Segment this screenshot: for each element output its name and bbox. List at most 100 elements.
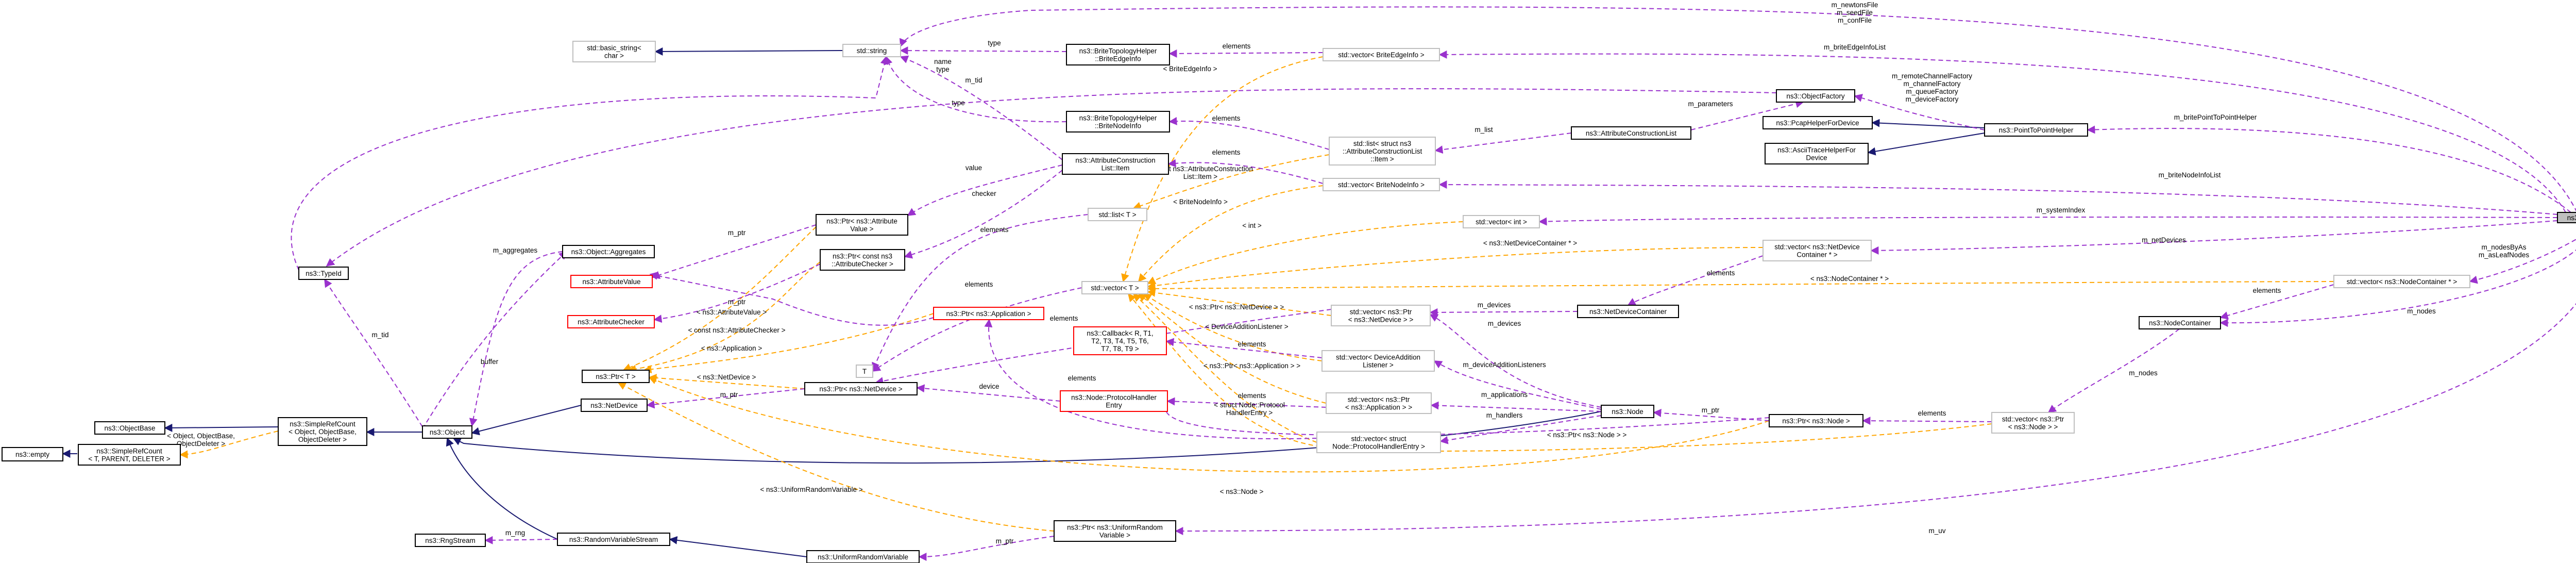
usage-edge <box>291 56 889 271</box>
edge-label: m_handlers <box>1486 411 1523 419</box>
node-label: ns3::Ptr< ns3::NetDevice > <box>819 385 902 393</box>
node-ns3-objectfactory[interactable]: ns3::ObjectFactory <box>1776 89 1855 103</box>
node-ns3-pointtopointhelper[interactable]: ns3::PointToPointHelper <box>1984 123 2088 137</box>
template-edge <box>648 374 805 389</box>
node-ns3-ptr-const-attributechecker[interactable]: ns3::Ptr< const ns3::AttributeChecker > <box>820 249 905 271</box>
node-ns3-attributechecker[interactable]: ns3::AttributeChecker <box>567 315 655 328</box>
node-t[interactable]: T <box>856 365 873 378</box>
node-ns3-node[interactable]: ns3::Node <box>1601 405 1654 418</box>
node-ns3-randomvariablestream[interactable]: ns3::RandomVariableStream <box>557 533 670 546</box>
node-std-vector-t[interactable]: std::vector< T > <box>1081 281 1148 294</box>
usage-edge <box>653 263 821 323</box>
node-ns3-attributeconstructionlist[interactable]: ns3::AttributeConstructionList <box>1571 126 1691 140</box>
node-ns3-uniformrandomvariable[interactable]: ns3::UniformRandomVariable <box>806 550 920 563</box>
usage-edge <box>1690 100 1804 130</box>
node-label: std::vector< int > <box>1476 218 1527 226</box>
node-ns3-empty[interactable]: ns3::empty <box>2 447 63 461</box>
node-ns3-simplerefcount-object[interactable]: ns3::SimpleRefCount< Object, ObjectBase,… <box>278 417 367 446</box>
node-ns3-callback[interactable]: ns3::Callback< R, T1,T2, T3, T4, T5, T6,… <box>1073 326 1167 355</box>
node-ns3-typeid[interactable]: ns3::TypeId <box>298 267 349 280</box>
node-std-vector-britenodeinfo[interactable]: std::vector< BriteNodeInfo > <box>1323 178 1440 191</box>
node-label: ns3::Ptr< ns3::Application > <box>946 310 1031 318</box>
node-std-vector-ptr-netdevice[interactable]: std::vector< ns3::Ptr< ns3::NetDevice > … <box>1331 305 1431 326</box>
node-std-basic-string[interactable]: std::basic_string<char > <box>572 41 656 62</box>
node-ns3-nodecontainer[interactable]: ns3::NodeContainer <box>2139 316 2221 329</box>
node-std-vector-briteedgeinfo[interactable]: std::vector< BriteEdgeInfo > <box>1323 48 1440 61</box>
node-ns3-attributeconstructionlist-item[interactable]: ns3::AttributeConstructionList::Item <box>1062 153 1169 175</box>
usage-edge <box>646 388 805 409</box>
node-label: ns3::AttributeChecker <box>578 318 645 326</box>
node-ns3-ptr-t[interactable]: ns3::Ptr< T > <box>582 370 650 383</box>
node-label: std::vector< DeviceAddition <box>1336 354 1420 361</box>
template-edge <box>1127 293 1992 452</box>
edge-label: < ns3::Application > <box>701 344 762 352</box>
node-ns3-attributevalue[interactable]: ns3::AttributeValue <box>570 275 653 288</box>
node-std-vector-ptr-node[interactable]: std::vector< ns3::Ptr< ns3::Node > > <box>1991 412 2075 434</box>
edge-label: < DeviceAdditionListener > <box>1205 323 1288 330</box>
edge-label: m_deviceFactory <box>1906 95 1959 103</box>
node-ns3-ptr-netdevice[interactable]: ns3::Ptr< ns3::NetDevice > <box>804 382 918 395</box>
edge-label: < ns3::AttributeValue > <box>697 308 767 316</box>
edge-label: < ns3::NetDevice > <box>697 373 756 381</box>
node-std-vector-netdevicecontainer-ptr[interactable]: std::vector< ns3::NetDeviceContainer * > <box>1762 240 1872 261</box>
node-std-vector-protocolhandlerentry[interactable]: std::vector< structNode::ProtocolHandler… <box>1316 432 1441 453</box>
edge-label: elements <box>1050 314 1078 322</box>
node-label: ns3::Object <box>430 428 465 436</box>
node-ns3-ptr-application[interactable]: ns3::Ptr< ns3::Application > <box>933 307 1044 320</box>
node-ns3-ptr-attributevalue[interactable]: ns3::Ptr< ns3::AttributeValue > <box>816 214 908 236</box>
usage-edge <box>875 309 1332 385</box>
node-ns3-rngstream[interactable]: ns3::RngStream <box>415 534 486 547</box>
edge-label: < Object, ObjectBase, <box>167 432 235 440</box>
node-ns3-ptr-node[interactable]: ns3::Ptr< ns3::Node > <box>1769 414 1863 427</box>
usage-edge <box>1429 308 1578 317</box>
node-ns3-objectbase[interactable]: ns3::ObjectBase <box>94 421 165 435</box>
edge-label: m_nodes <box>2129 369 2158 377</box>
node-label: std::vector< ns3::Ptr <box>1350 308 1412 316</box>
nodes-layer: ns3::BriteTopologyHelperns3::empty ns3::O… <box>2 41 2576 563</box>
edge-label: m_ptr <box>728 298 746 306</box>
node-ns3-pcaphelperfordevice[interactable]: ns3::PcapHelperForDevice <box>1762 116 1873 129</box>
node-label: < ns3::NetDevice > > <box>1348 316 1414 324</box>
node-ns3-netdevice[interactable]: ns3::NetDevice <box>581 399 648 412</box>
node-label: < ns3::Application > > <box>1345 404 1412 411</box>
node-ns3-ptr-uniformrandomvariable[interactable]: ns3::Ptr< ns3::UniformRandomVariable > <box>1054 520 1176 542</box>
node-ns3-node-protocolhandlerentry[interactable]: ns3::Node::ProtocolHandlerEntry <box>1060 390 1168 412</box>
node-ns3-britetopologyhelper-britenodeinfo[interactable]: ns3::BriteTopologyHelper::BriteNodeInfo <box>1066 111 1170 133</box>
template-edge <box>1143 293 1323 361</box>
edge-label: < BriteEdgeInfo > <box>1163 65 1217 73</box>
node-std-vector-deviceadditionlistener[interactable]: std::vector< DeviceAdditionListener > <box>1321 350 1435 372</box>
node-std-vector-ptr-application[interactable]: std::vector< ns3::Ptr< ns3::Application … <box>1326 392 1432 414</box>
node-ns3-object[interactable]: ns3::Object <box>422 425 472 439</box>
node-ns3-britetopologyhelper[interactable]: ns3::BriteTopologyHelper <box>2557 212 2576 223</box>
edge-label: < ns3::UniformRandomVariable > <box>760 486 862 493</box>
node-ns3-netdevicecontainer[interactable]: ns3::NetDeviceContainer <box>1577 305 1679 318</box>
edge-label: checker <box>972 190 996 197</box>
node-std-vector-nodecontainer-ptr[interactable]: std::vector< ns3::NodeContainer * > <box>2333 275 2470 288</box>
node-ns3-britetopologyhelper-briteedgeinfo[interactable]: ns3::BriteTopologyHelper::BriteEdgeInfo <box>1066 44 1170 65</box>
edge-label: type <box>936 65 950 73</box>
node-std-list-t[interactable]: std::list< T > <box>1088 208 1147 221</box>
usage-edge <box>1168 117 1330 150</box>
node-std-string[interactable]: std::string <box>842 44 901 57</box>
edge-label: m_nodesByAs <box>2481 243 2526 251</box>
node-label: ns3::AttributeConstructionList <box>1586 129 1677 137</box>
node-label: ns3::ObjectFactory <box>1786 92 1845 100</box>
edge-label: m_list <box>1475 126 1493 134</box>
node-label: Variable > <box>1099 532 1130 539</box>
edge-label: device <box>979 383 999 390</box>
edge-label: < int > <box>1242 222 1262 229</box>
node-std-list-attributeconstructionlist-item[interactable]: std::list< struct ns3::AttributeConstruc… <box>1329 137 1436 165</box>
node-label: ns3::AttributeConstruction <box>1075 157 1155 164</box>
node-label: ns3::Node <box>1612 408 1643 416</box>
node-std-vector-int[interactable]: std::vector< int > <box>1463 215 1540 228</box>
usage-edge <box>899 6 2576 212</box>
edge-label: m_ptr <box>720 391 738 399</box>
edge-label: elements <box>1707 269 1735 277</box>
edge-labels-layer: < Object, ObjectBase,ObjectDeleter >< Br… <box>167 1 2529 545</box>
edge-label: List::Item > <box>1183 173 1218 180</box>
edge-label: m_ptr <box>996 537 1014 545</box>
node-ns3-simplerefcount-deleter[interactable]: ns3::SimpleRefCount< T, PARENT, DELETER … <box>78 444 181 466</box>
node-ns3-object-aggregates[interactable]: ns3::Object::Aggregates <box>562 245 655 258</box>
